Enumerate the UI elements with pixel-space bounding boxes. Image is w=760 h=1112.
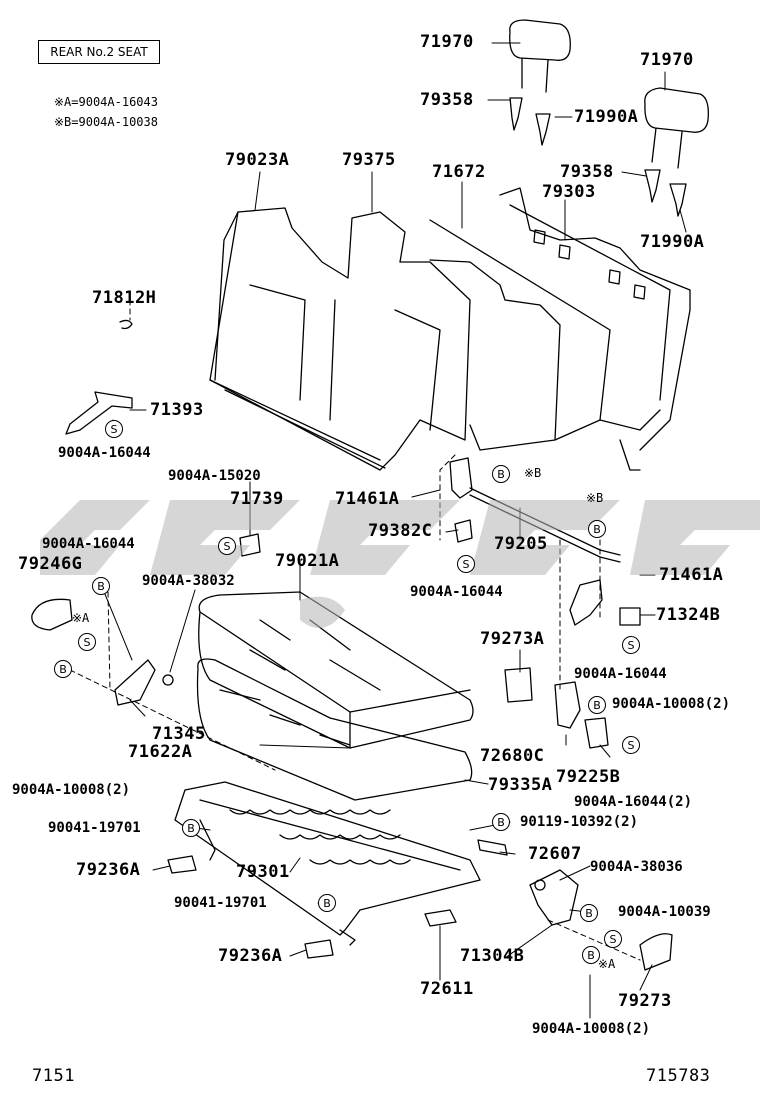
part-label: 9004A-16044 <box>574 666 667 682</box>
part-label: 9004A-38036 <box>590 859 683 875</box>
marker-s: S <box>78 633 96 651</box>
cushion-pad <box>196 658 473 801</box>
marker-b: B <box>580 904 598 922</box>
marker-s: S <box>105 420 123 438</box>
part-label: 9004A-16044 <box>58 445 151 461</box>
part-label: 9004A-15020 <box>168 468 261 484</box>
diagram-title: REAR No.2 SEAT <box>38 40 160 64</box>
marker-b: B <box>318 894 336 912</box>
part-label: 71622A <box>128 742 193 762</box>
seatback-pad <box>429 187 691 471</box>
headrest-left <box>509 19 571 146</box>
footer-figure-number: 7151 <box>32 1066 75 1086</box>
part-label: 9004A-38032 <box>142 573 235 589</box>
part-label: 79205 <box>494 534 548 554</box>
note-a: ※A=9004A-16043 <box>54 95 158 109</box>
headrest-right <box>644 87 709 217</box>
footer-illustration-code: 715783 <box>646 1066 711 1086</box>
marker-b: B <box>588 696 606 714</box>
part-label: 72611 <box>420 979 474 999</box>
part-label: 79303 <box>542 182 596 202</box>
marker-b: B <box>92 577 110 595</box>
part-label: 79273A <box>480 629 545 649</box>
marker-b: B <box>492 465 510 483</box>
part-label: 9004A-10008(2) <box>12 782 131 798</box>
part-label: 9004A-16044 <box>42 536 135 552</box>
marker-b: B <box>492 813 510 831</box>
part-label: 71345 <box>152 724 206 744</box>
part-label: 79236A <box>218 946 283 966</box>
marker-s: S <box>604 930 622 948</box>
marker-b: B <box>182 819 200 837</box>
part-label: 79358 <box>560 162 614 182</box>
marker-s: S <box>218 537 236 555</box>
part-label: 79375 <box>342 150 396 170</box>
marker-b: B <box>588 520 606 538</box>
part-label: 71970 <box>640 50 694 70</box>
part-label: 71970 <box>420 32 474 52</box>
part-label: 79358 <box>420 90 474 110</box>
marker-b: B <box>54 660 72 678</box>
part-label: 9004A-10008(2) <box>532 1021 651 1037</box>
part-label: 71304B <box>460 946 525 966</box>
part-label: 9004A-16044(2) <box>574 794 693 810</box>
part-label: 72607 <box>528 844 582 864</box>
part-label: 71461A <box>659 565 724 585</box>
marker-s: S <box>457 555 475 573</box>
part-label: 71393 <box>150 400 204 420</box>
marker-star-b: ※B <box>586 491 604 505</box>
part-label: 79273 <box>618 991 672 1011</box>
marker-b: B <box>582 946 600 964</box>
part-label: 79382C <box>368 521 433 541</box>
part-label: 71990A <box>640 232 705 252</box>
part-label: 90119-10392(2) <box>520 814 639 830</box>
part-label: 90041-19701 <box>174 895 267 911</box>
part-label: 71739 <box>230 489 284 509</box>
marker-star-a: ※A <box>72 611 90 625</box>
part-label: 9004A-10039 <box>618 904 711 920</box>
part-label: 79335A <box>488 775 553 795</box>
part-label: 71461A <box>335 489 400 509</box>
part-label: 79023A <box>225 150 290 170</box>
part-label: 9004A-10008(2) <box>612 696 731 712</box>
part-label: 9004A-16044 <box>410 584 503 600</box>
part-label: 79236A <box>76 860 141 880</box>
seat-cushion <box>198 591 474 749</box>
marker-star-b: ※B <box>524 466 542 480</box>
part-label: 71990A <box>574 107 639 127</box>
part-label: 79225B <box>556 767 621 787</box>
part-label: 79246G <box>18 554 83 574</box>
part-label: 79301 <box>236 862 290 882</box>
marker-star-a: ※A <box>598 957 616 971</box>
part-label: 71324B <box>656 605 721 625</box>
part-label: 72680C <box>480 746 545 766</box>
note-b: ※B=9004A-10038 <box>54 115 158 129</box>
marker-s: S <box>622 736 640 754</box>
seat-frame <box>174 781 481 946</box>
part-label: 90041-19701 <box>48 820 141 836</box>
marker-s: S <box>622 636 640 654</box>
seatback-cover <box>209 207 471 471</box>
part-label: 79021A <box>275 551 340 571</box>
part-label: 71672 <box>432 162 486 182</box>
part-label: 71812H <box>92 288 157 308</box>
